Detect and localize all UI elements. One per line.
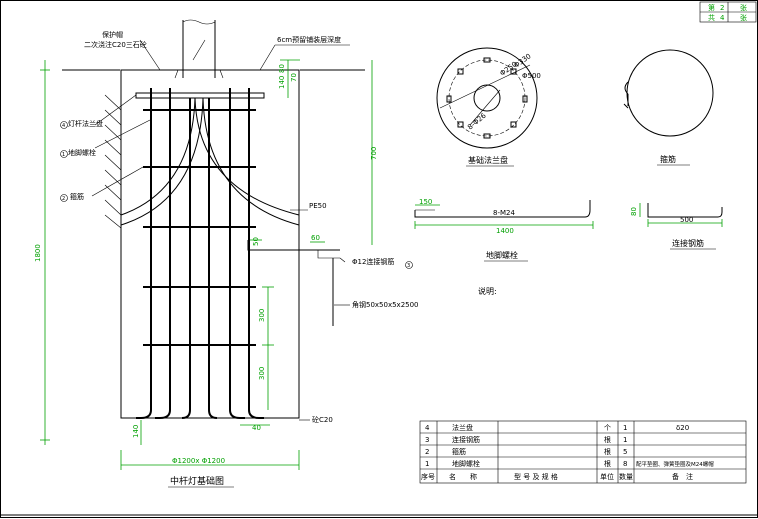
bom-header-qty: 数量 xyxy=(619,472,633,481)
label-top-layer: 6cm预留铺装层深度 xyxy=(277,35,341,44)
label-anchor-bolt: 地脚螺栓 xyxy=(68,148,96,157)
dim-70: 70 xyxy=(290,73,298,82)
marker-4: 4 xyxy=(62,123,65,129)
bom-header-spec: 型 号 及 规 格 xyxy=(514,472,558,481)
dim-1800: 1800 xyxy=(34,244,42,262)
bom-row-no: 4 xyxy=(425,424,430,432)
bom-row-name: 法兰盘 xyxy=(452,423,473,432)
bom-row-qty: 1 xyxy=(623,424,627,432)
bom-row-name: 地脚螺栓 xyxy=(452,459,480,468)
dim-700: 700 xyxy=(370,147,378,160)
stirrup-detail: 箍筋 xyxy=(623,49,714,166)
link-steel-caption: 连接钢筋 xyxy=(672,238,704,248)
conduit-pipes xyxy=(120,97,300,226)
label-concrete: 砼C20 xyxy=(312,415,333,424)
bom-row-no: 3 xyxy=(425,436,429,444)
flange-caption: 基础法兰盘 xyxy=(468,155,508,165)
flange-plate xyxy=(135,92,265,99)
link-bar xyxy=(247,240,340,251)
pole xyxy=(182,20,216,78)
foundation-outline xyxy=(120,69,300,419)
bom-row-unit: 根 xyxy=(604,459,611,468)
bom-row-note: 配平垫圈、弹簧垫圈及M24螺帽 xyxy=(636,460,714,468)
dim-50: 50 xyxy=(252,237,260,246)
label-secondary-pour: 二次浇注C20三石砼 xyxy=(84,40,147,49)
dim-300-a: 300 xyxy=(258,309,266,322)
bom-row-unit: 根 xyxy=(604,447,611,456)
bom-row-unit: 根 xyxy=(604,435,611,444)
dimensions xyxy=(40,59,373,470)
dim-d330: Φ330 xyxy=(513,52,533,69)
dim-60: 60 xyxy=(311,234,320,242)
stirrups xyxy=(143,109,256,346)
dim-d500: Φ500 xyxy=(522,72,541,80)
bom-row-unit: 个 xyxy=(604,424,611,432)
label-ring-bar: 箍筋 xyxy=(70,192,84,201)
dim-80: 80 xyxy=(278,64,286,73)
sheet-label: 第 xyxy=(708,3,715,12)
bom-row-name: 连接钢筋 xyxy=(452,435,480,444)
bolt-caption: 地脚螺栓 xyxy=(486,250,518,260)
flange-plan: Φ250 Φ330 Φ500 8-Φ26 基础法兰盘 xyxy=(436,47,541,167)
foundation-section: 1800 700 140 80 70 50 60 300 300 140 40 … xyxy=(34,19,419,488)
bom-table: 4 法兰盘 个 1 δ20 3 连接钢筋 根 1 2 箍筋 根 5 1 地脚螺栓… xyxy=(419,420,747,484)
sheet-number-block: 第 2 张 共 4 张 xyxy=(699,1,757,23)
bolt-holes xyxy=(446,57,528,139)
dim-40: 40 xyxy=(252,424,261,432)
flange-inner-circle xyxy=(473,84,501,112)
bom-row-qty: 1 xyxy=(623,436,627,444)
section-title: 中杆灯基础图 xyxy=(170,475,224,487)
holes-spec: 8-Φ26 xyxy=(466,111,488,131)
bolt-shape xyxy=(414,200,591,218)
link-steel-shape xyxy=(647,203,723,218)
marker-3: 3 xyxy=(407,263,410,269)
bom-row-note: δ20 xyxy=(676,424,689,432)
sheet-unit: 张 xyxy=(740,3,747,12)
bom-header-no: 序号 xyxy=(421,472,435,481)
total-unit: 张 xyxy=(740,13,747,22)
callout-markers: 4 1 2 3 xyxy=(60,121,413,269)
bom-row-no: 1 xyxy=(425,460,429,468)
bom-header-unit: 单位 xyxy=(600,472,614,481)
protective-cap xyxy=(174,69,224,79)
bolt-spec: 8-M24 xyxy=(493,209,515,217)
total-number: 4 xyxy=(720,14,725,22)
label-flange: 灯杆法兰盘 xyxy=(68,119,103,128)
anchor-bolt-detail: 150 8-M24 1400 地脚螺栓 xyxy=(414,198,594,262)
label-pipe: PE50 xyxy=(309,202,327,210)
bom-header-note: 备 注 xyxy=(672,472,693,481)
bolt-dim-1400: 1400 xyxy=(496,227,514,235)
bom-row-name: 箍筋 xyxy=(452,447,466,456)
bolt-circle xyxy=(448,59,526,137)
dim-140-top: 140 xyxy=(278,76,286,89)
bom-row-qty: 5 xyxy=(623,448,627,456)
bom-row-no: 2 xyxy=(425,448,429,456)
stirrup-caption: 箍筋 xyxy=(660,154,676,164)
notes-title: 说明: xyxy=(478,286,497,296)
anchor-bolts xyxy=(136,88,264,419)
label-protective-cap: 保护帽 xyxy=(102,30,123,39)
flange-outer-circle xyxy=(436,47,538,149)
label-link-bar: Φ12连接钢筋 xyxy=(352,257,394,266)
label-angle-steel: 角钢50x50x5x2500 xyxy=(352,300,419,309)
dim-width: Φ1200x Φ1200 xyxy=(172,457,225,465)
sheet-number: 2 xyxy=(720,4,724,12)
link-dim-80: 80 xyxy=(630,207,638,216)
total-label: 共 xyxy=(708,13,715,22)
soil-hatching xyxy=(104,94,122,229)
dim-140-bottom: 140 xyxy=(132,425,140,438)
link-steel-detail: 80 500 连接钢筋 xyxy=(630,203,723,250)
bom-header-name: 名 称 xyxy=(449,472,477,481)
leader-lines xyxy=(91,39,350,421)
link-dim-500: 500 xyxy=(680,216,693,224)
marker-2: 2 xyxy=(62,196,65,202)
bom-row-qty: 8 xyxy=(623,460,627,468)
dim-300-b: 300 xyxy=(258,367,266,380)
bolt-dim-150: 150 xyxy=(419,198,432,206)
stirrup-circle xyxy=(626,49,714,137)
marker-1: 1 xyxy=(62,152,65,158)
